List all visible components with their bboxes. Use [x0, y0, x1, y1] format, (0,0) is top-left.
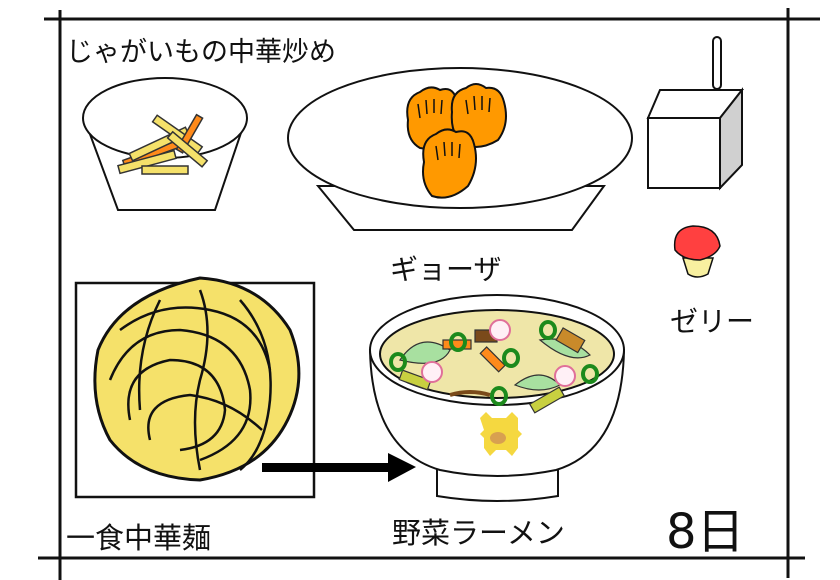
bear-mascot-icon	[480, 412, 522, 456]
jelly-label: ゼリー	[670, 305, 755, 338]
arrow-icon	[262, 453, 416, 482]
frame	[38, 8, 820, 580]
side-dish-bowl	[82, 77, 248, 211]
ramen-bowl	[368, 294, 626, 502]
date-label: 8日	[666, 504, 745, 560]
jelly-cup	[673, 225, 721, 278]
milk-carton	[646, 36, 745, 191]
ramen-label: 野菜ラーメン	[392, 516, 565, 550]
gyoza-label: ギョーザ	[390, 253, 502, 286]
noodle-box	[74, 276, 316, 499]
gyoza-plate	[287, 67, 633, 231]
side-dish-label: じゃがいもの中華炒め	[66, 37, 336, 68]
noodles-label: 一食中華麺	[66, 521, 212, 555]
